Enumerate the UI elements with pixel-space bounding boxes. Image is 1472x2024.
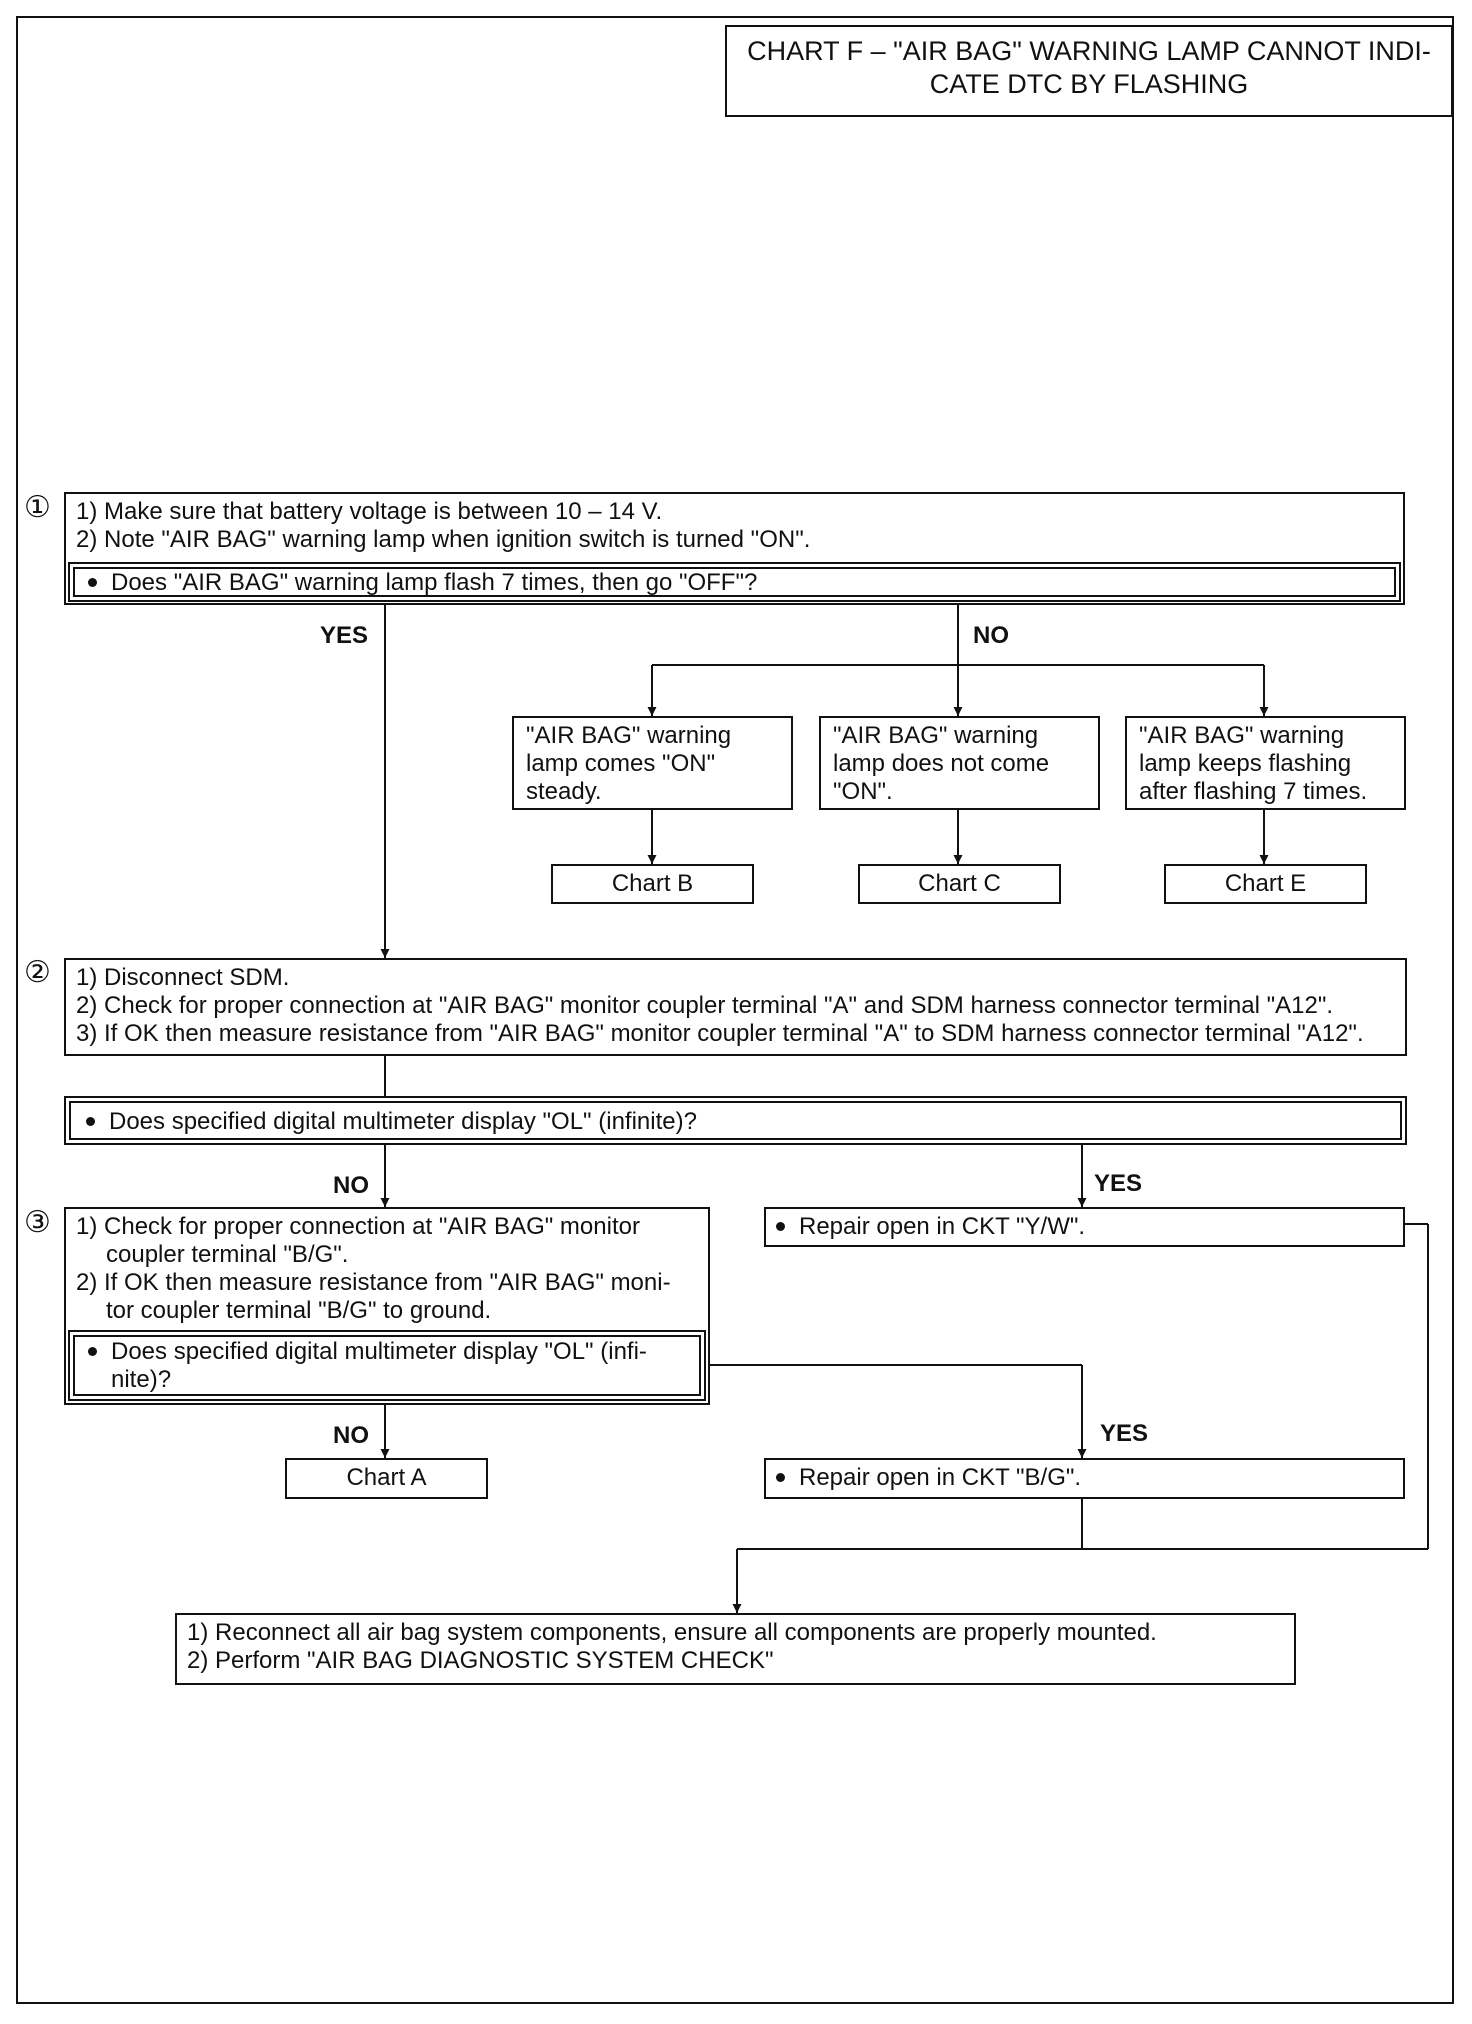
- repair-ckt-bg: Repair open in CKT "B/G".: [764, 1458, 1405, 1499]
- step-2-no-label: NO: [333, 1172, 369, 1199]
- chart-title: CHART F – "AIR BAG" WARNING LAMP CANNOT …: [725, 25, 1453, 117]
- step-1-line-1: 1) Make sure that battery voltage is bet…: [76, 498, 663, 525]
- bullet-icon: [776, 1221, 785, 1231]
- step-2-marker: ②: [24, 956, 51, 989]
- bullet-icon: [88, 1346, 97, 1356]
- step-3-instructions: 1) Check for proper connection at "AIR B…: [64, 1207, 710, 1405]
- repair-ckt-bg-text: Repair open in CKT "B/G".: [799, 1464, 1082, 1491]
- bullet-icon: [86, 1116, 95, 1126]
- chart-c-reference[interactable]: Chart C: [858, 864, 1061, 904]
- final-line-2: 2) Perform "AIR BAG DIAGNOSTIC SYSTEM CH…: [187, 1647, 774, 1674]
- step-3-line-2: coupler terminal "B/G".: [106, 1241, 349, 1268]
- step-2-question-text: Does specified digital multimeter displa…: [109, 1108, 697, 1135]
- step-1-question: Does "AIR BAG" warning lamp flash 7 time…: [68, 562, 1401, 602]
- final-lines: 1) Reconnect all air bag system componen…: [187, 1619, 1286, 1675]
- branch-2-line-2: lamp does not come: [833, 750, 1050, 777]
- step-2-line-2: 2) Check for proper connection at "AIR B…: [76, 992, 1334, 1019]
- step-2-yes-label: YES: [1094, 1170, 1143, 1197]
- step-3-question-line-2: nite)?: [111, 1366, 172, 1393]
- branch-3-line-3: after flashing 7 times.: [1139, 778, 1368, 805]
- step-3-yes-label: YES: [1100, 1420, 1149, 1447]
- branch-3-line-2: lamp keeps flashing: [1139, 750, 1352, 777]
- branch-3-line-1: "AIR BAG" warning: [1139, 722, 1345, 749]
- branch-1-line-3: steady.: [526, 778, 602, 805]
- step-3-line-1: 1) Check for proper connection at "AIR B…: [76, 1213, 640, 1240]
- page-border: [16, 16, 1454, 2004]
- branch-2-line-3: "ON".: [833, 778, 893, 805]
- step-1-no-label: NO: [973, 622, 1009, 649]
- step-3-line-4: tor coupler terminal "B/G" to ground.: [106, 1297, 492, 1324]
- chart-e-reference[interactable]: Chart E: [1164, 864, 1367, 904]
- chart-b-reference[interactable]: Chart B: [551, 864, 754, 904]
- step-1-lines: 1) Make sure that battery voltage is bet…: [76, 498, 1395, 554]
- step-2-line-1: 1) Disconnect SDM.: [76, 964, 290, 991]
- branch-box-steady: "AIR BAG" warning lamp comes "ON" steady…: [512, 716, 793, 810]
- step-2-instructions: 1) Disconnect SDM. 2) Check for proper c…: [64, 958, 1407, 1056]
- step-3-question-line-1: Does specified digital multimeter displa…: [111, 1338, 647, 1365]
- chart-title-line-2: CATE DTC BY FLASHING: [929, 69, 1249, 99]
- step-1-question-text: Does "AIR BAG" warning lamp flash 7 time…: [111, 569, 758, 596]
- final-instructions: 1) Reconnect all air bag system componen…: [175, 1613, 1296, 1685]
- bullet-icon: [776, 1472, 785, 1482]
- step-3-marker: ③: [24, 1206, 51, 1239]
- step-3-lines: 1) Check for proper connection at "AIR B…: [76, 1213, 700, 1325]
- repair-ckt-yw: Repair open in CKT "Y/W".: [764, 1207, 1405, 1247]
- branch-box-keeps-flashing: "AIR BAG" warning lamp keeps flashing af…: [1125, 716, 1406, 810]
- branch-2-line-1: "AIR BAG" warning: [833, 722, 1039, 749]
- step-2-lines: 1) Disconnect SDM. 2) Check for proper c…: [76, 964, 1397, 1048]
- final-line-1: 1) Reconnect all air bag system componen…: [187, 1619, 1157, 1646]
- step-3-question: Does specified digital multimeter displa…: [68, 1330, 706, 1401]
- chart-a-reference[interactable]: Chart A: [285, 1458, 488, 1499]
- step-3-no-label: NO: [333, 1422, 369, 1449]
- step-2-line-3: 3) If OK then measure resistance from "A…: [76, 1020, 1364, 1047]
- chart-title-line-1: CHART F – "AIR BAG" WARNING LAMP CANNOT …: [747, 36, 1431, 66]
- branch-1-line-1: "AIR BAG" warning: [526, 722, 732, 749]
- step-1-yes-label: YES: [320, 622, 369, 649]
- branch-box-not-on: "AIR BAG" warning lamp does not come "ON…: [819, 716, 1100, 810]
- step-1-instructions: 1) Make sure that battery voltage is bet…: [64, 492, 1405, 605]
- step-3-line-3: 2) If OK then measure resistance from "A…: [76, 1269, 671, 1296]
- bullet-icon: [88, 577, 97, 587]
- branch-1-line-2: lamp comes "ON": [526, 750, 716, 777]
- repair-ckt-yw-text: Repair open in CKT "Y/W".: [799, 1213, 1086, 1240]
- step-2-question: Does specified digital multimeter displa…: [64, 1096, 1407, 1145]
- step-1-line-2: 2) Note "AIR BAG" warning lamp when igni…: [76, 526, 811, 553]
- step-1-marker: ①: [24, 491, 51, 524]
